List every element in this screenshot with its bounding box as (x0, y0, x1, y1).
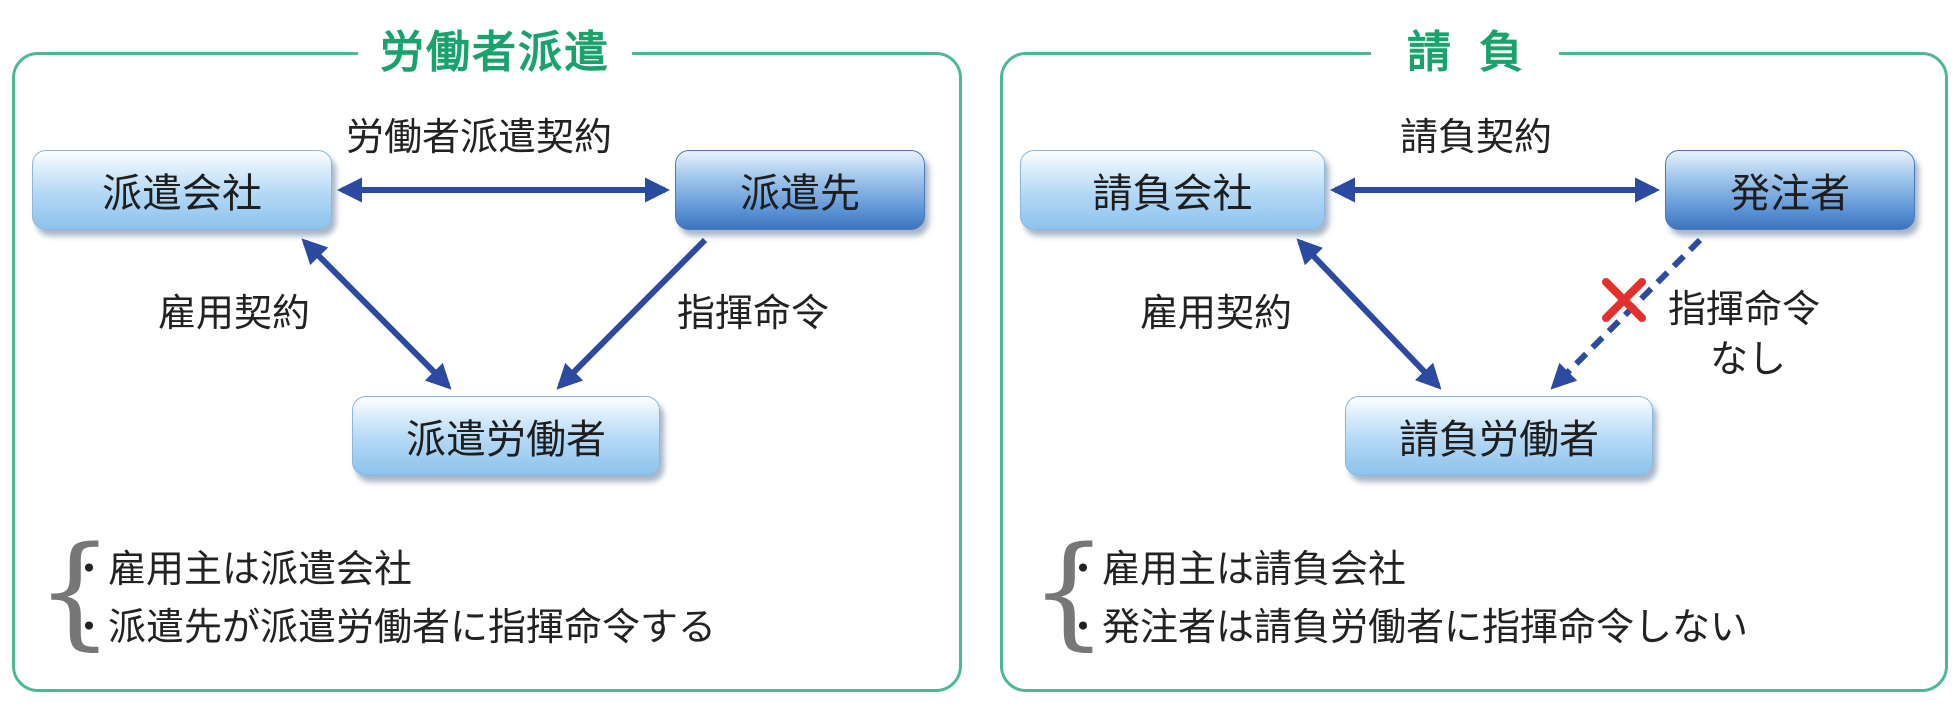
ukeoi-employment-label: 雇用契約 (1140, 291, 1293, 335)
red-cross-icon (1602, 278, 1646, 322)
ukeoi-worker-label: 請負労働者 (1399, 417, 1599, 463)
ukeoi-notes: ・雇用主は請負会社 ・発注者は請負労働者に指揮命令しない (1064, 540, 1748, 656)
ukeoi-command-label-1: 指揮命令 (1668, 287, 1821, 331)
haken-command-label: 指揮命令 (677, 291, 830, 335)
ukeoi-client-label: 発注者 (1730, 171, 1850, 217)
ukeoi-note-2: ・発注者は請負労働者に指揮命令しない (1064, 605, 1749, 649)
ukeoi-panel: 請負 (1000, 25, 1948, 692)
ukeoi-note-1: ・雇用主は請負会社 (1064, 547, 1407, 591)
haken-panel: 労働者派遣 (12, 25, 962, 692)
haken-employment-arrow (301, 238, 452, 390)
haken-company-node: 派遣会社 (32, 150, 332, 230)
ukeoi-contract-label: 請負契約 (1400, 115, 1553, 159)
haken-note-2: ・派遣先が派遣労働者に指揮命令する (70, 605, 717, 649)
ukeoi-notes-brace: { (1030, 520, 1108, 662)
ukeoi-command-label-2: なし (1710, 337, 1787, 381)
ukeoi-employment-arrow (1296, 238, 1442, 390)
haken-note-1: ・雇用主は派遣会社 (70, 547, 413, 591)
ukeoi-worker-node: 請負労働者 (1345, 396, 1653, 476)
haken-notes: ・雇用主は派遣会社 ・派遣先が派遣労働者に指揮命令する (70, 540, 716, 656)
haken-employment-label: 雇用契約 (158, 291, 311, 335)
ukeoi-client-node: 発注者 (1665, 150, 1915, 230)
haken-worker-node: 派遣労働者 (352, 396, 660, 476)
haken-title: 労働者派遣 (358, 25, 632, 81)
haken-client-node: 派遣先 (675, 150, 925, 230)
haken-command-arrow (556, 237, 708, 390)
ukeoi-title: 請負 (1371, 25, 1559, 81)
ukeoi-company-label: 請負会社 (1092, 171, 1253, 217)
haken-client-label: 派遣先 (740, 171, 860, 217)
ukeoi-company-node: 請負会社 (1020, 150, 1325, 230)
ukeoi-command-arrow-dashed (1550, 237, 1703, 390)
haken-contract-label: 労働者派遣契約 (346, 115, 613, 159)
haken-worker-label: 派遣労働者 (406, 417, 606, 463)
haken-company-label: 派遣会社 (102, 171, 262, 217)
haken-notes-brace: { (36, 520, 114, 662)
